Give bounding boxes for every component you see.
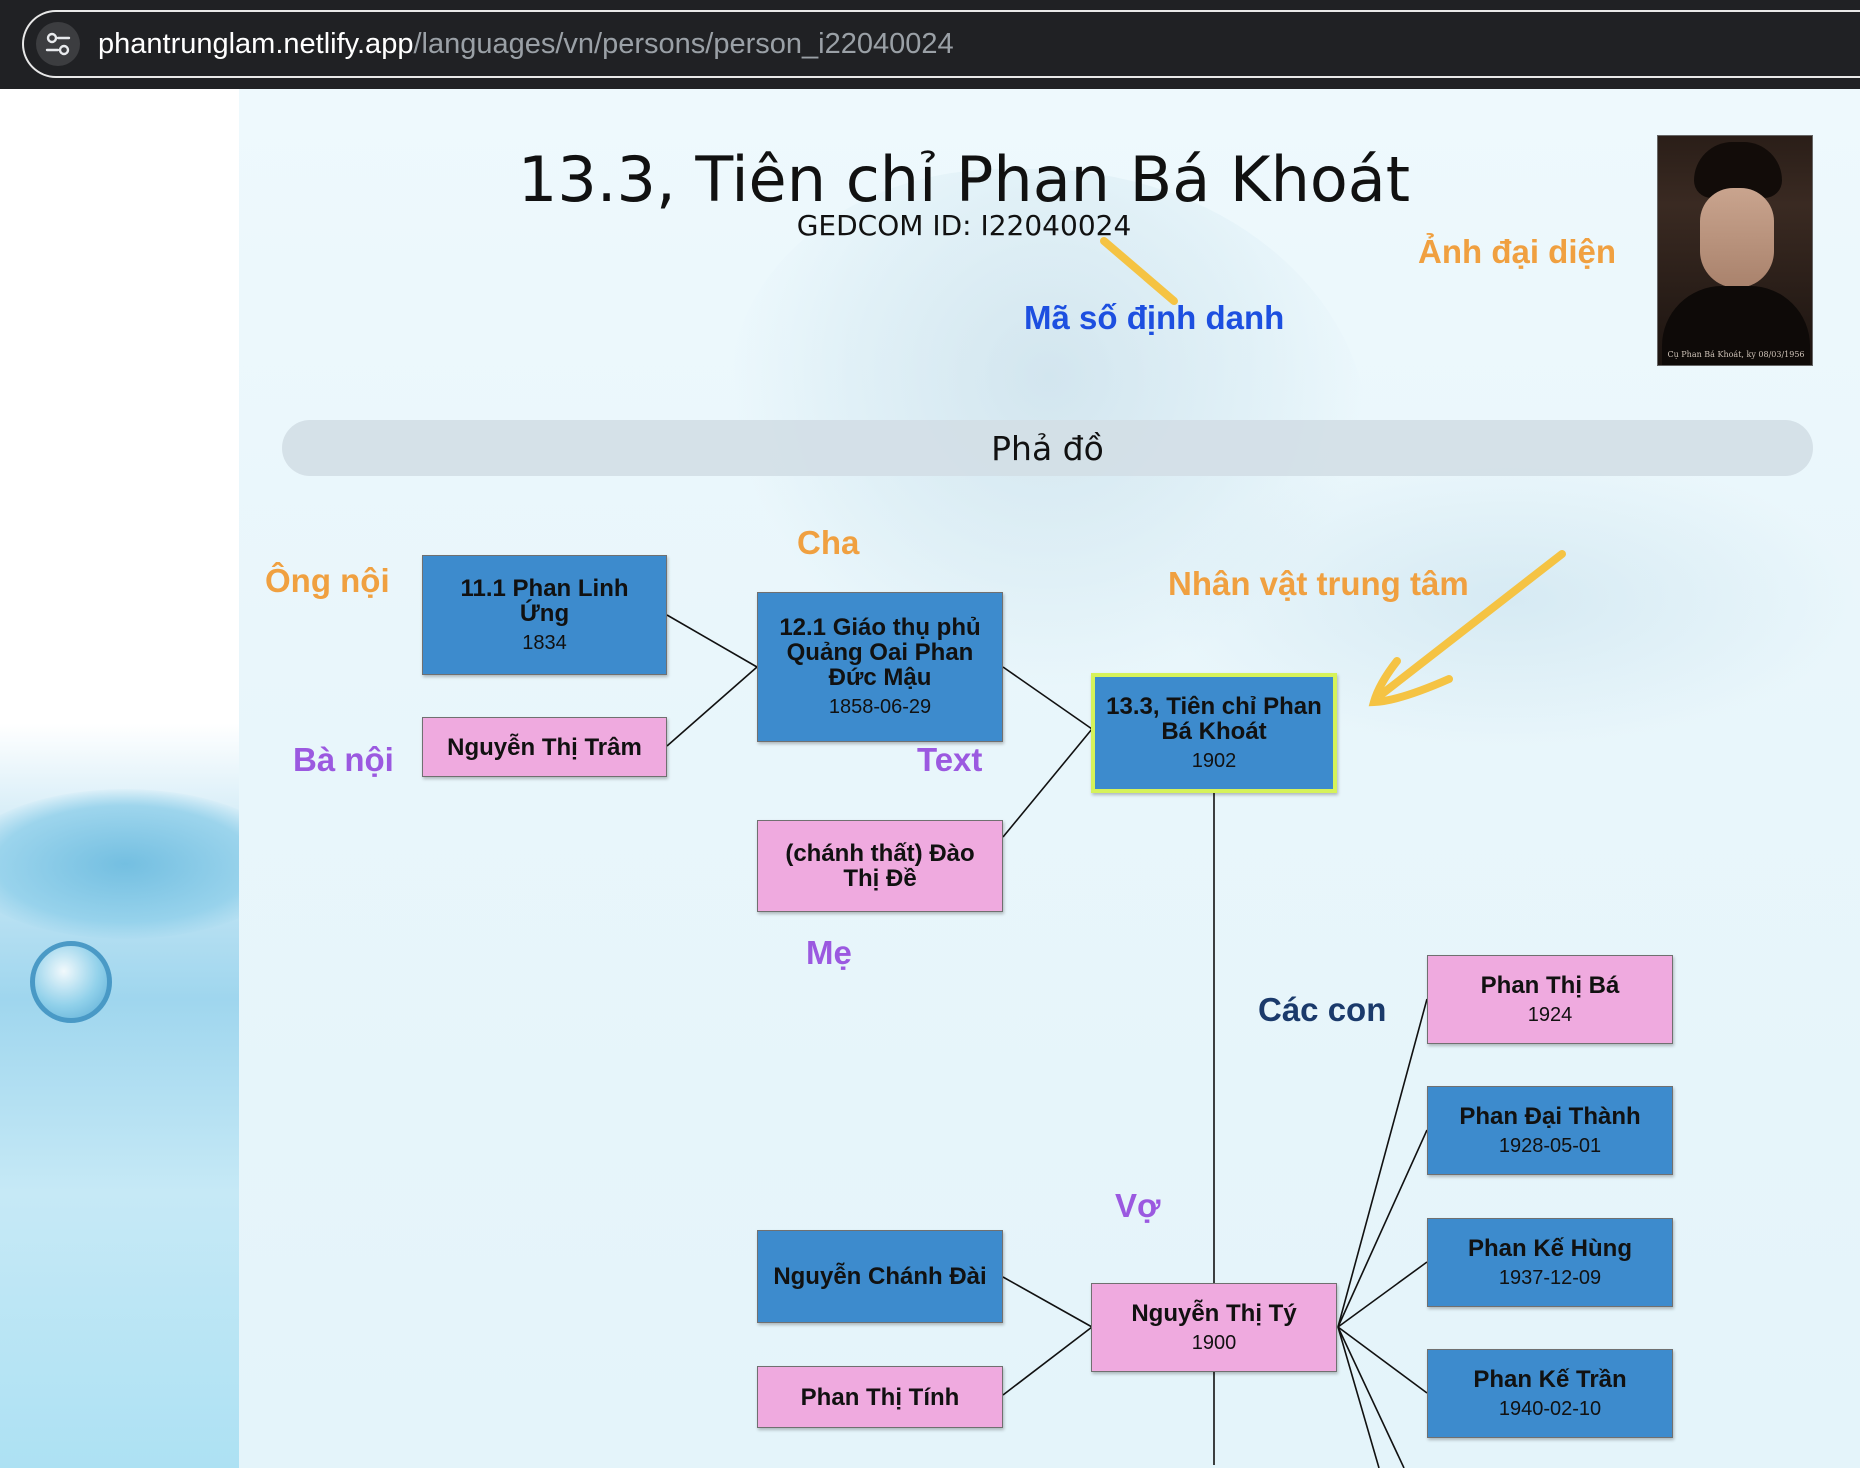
annotation-avatar-label: Ảnh đại diện	[1418, 233, 1616, 270]
node-name: 12.1 Giáo thụ phủ Quảng Oai Phan Đức Mậu	[779, 614, 981, 691]
pedigree-section-header[interactable]: Phả đồ	[282, 420, 1813, 476]
annotation-grandfather: Ông nội	[265, 562, 390, 599]
page-title: 13.3, Tiên chỉ Phan Bá Khoát	[517, 143, 1411, 216]
portrait-caption: Cụ Phan Bá Khoát, ky 08/03/1956	[1667, 350, 1805, 359]
portrait-face	[1700, 188, 1774, 288]
node-year: 1940-02-10	[1498, 1397, 1602, 1420]
node-year: 1928-05-01	[1498, 1134, 1602, 1157]
portrait-robe	[1662, 286, 1810, 365]
child-node[interactable]: Phan Kế Hùng 1937-12-09	[1427, 1218, 1673, 1307]
node-year: 1924	[1527, 1003, 1573, 1026]
url-path: /languages/vn/persons/person_i22040024	[413, 28, 954, 60]
background-water-left	[0, 89, 239, 1468]
node-year: 1937-12-09	[1498, 1266, 1602, 1289]
annotation-grandmother: Bà nội	[293, 741, 394, 778]
node-name: (chánh thất) Đào Thị Đề	[785, 840, 975, 892]
spouse-mother-node[interactable]: Phan Thị Tính	[757, 1366, 1003, 1428]
url-text[interactable]: phantrunglam.netlify.app/languages/vn/pe…	[98, 28, 954, 61]
browser-toolbar: phantrunglam.netlify.app/languages/vn/pe…	[0, 0, 1860, 89]
father-node[interactable]: 12.1 Giáo thụ phủ Quảng Oai Phan Đức Mậu…	[757, 592, 1003, 742]
node-year: 1834	[522, 631, 567, 654]
spouse-node[interactable]: Nguyễn Thị Tý 1900	[1091, 1283, 1337, 1372]
annotation-central-person: Nhân vật trung tâm	[1168, 565, 1469, 602]
gedcom-id: GEDCOM ID: I22040024	[796, 209, 1132, 242]
child-node[interactable]: Phan Kế Trần 1940-02-10	[1427, 1349, 1673, 1438]
node-name: Phan Thị Tính	[800, 1383, 960, 1411]
tune-icon[interactable]	[36, 22, 80, 66]
node-name: Phan Đại Thành	[1459, 1102, 1641, 1130]
pedigree-section-title: Phả đồ	[991, 428, 1104, 468]
node-year: 1858-06-29	[828, 696, 932, 718]
annotation-id-label: Mã số định danh	[1024, 299, 1285, 336]
node-name: Phan Kế Trần	[1473, 1365, 1627, 1393]
child-node[interactable]: Phan Đại Thành 1928-05-01	[1427, 1086, 1673, 1175]
paternal-grandmother-node[interactable]: Nguyễn Thị Trâm	[422, 717, 667, 777]
child-node[interactable]: Phan Thị Bá 1924	[1427, 955, 1673, 1044]
annotation-father: Cha	[797, 524, 860, 561]
annotation-mother: Mẹ	[806, 934, 852, 971]
paternal-grandfather-node[interactable]: 11.1 Phan Linh Ứng 1834	[422, 555, 667, 675]
node-name: Nguyễn Chánh Đài	[773, 1263, 987, 1290]
url-host: phantrunglam.netlify.app	[98, 28, 414, 60]
node-year: 1902	[1191, 749, 1237, 772]
annotation-children: Các con	[1258, 991, 1387, 1028]
node-name: Nguyễn Thị Tý	[1131, 1299, 1297, 1327]
avatar[interactable]: Cụ Phan Bá Khoát, ky 08/03/1956	[1657, 135, 1813, 366]
annotation-spouse: Vợ	[1115, 1187, 1161, 1224]
node-name: Phan Kế Hùng	[1467, 1234, 1632, 1262]
spouse-father-node[interactable]: Nguyễn Chánh Đài	[757, 1230, 1003, 1323]
address-bar[interactable]: phantrunglam.netlify.app/languages/vn/pe…	[22, 10, 1860, 78]
node-year: 1900	[1191, 1331, 1237, 1354]
wave-shape	[0, 789, 239, 939]
annotation-text: Text	[917, 741, 983, 778]
node-name: Nguyễn Thị Trâm	[447, 733, 642, 761]
water-drop	[30, 941, 112, 1023]
node-name: 13.3, Tiên chỉ Phan Bá Khoát	[1106, 692, 1322, 745]
person-page: 13.3, Tiên chỉ Phan Bá Khoát GEDCOM ID: …	[239, 89, 1860, 1468]
node-name: Phan Thị Bá	[1480, 971, 1620, 999]
central-person-node[interactable]: 13.3, Tiên chỉ Phan Bá Khoát 1902	[1091, 673, 1337, 793]
node-name: 11.1 Phan Linh Ứng	[460, 574, 629, 627]
mother-node[interactable]: (chánh thất) Đào Thị Đề	[757, 820, 1003, 912]
